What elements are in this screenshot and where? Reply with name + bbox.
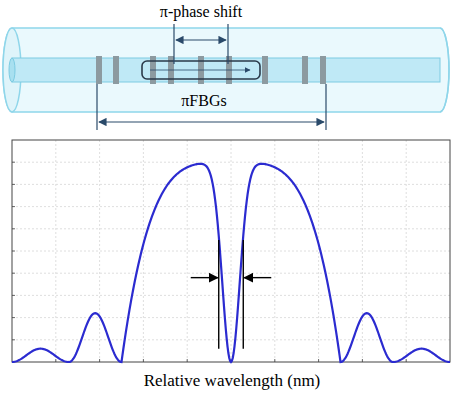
spectrum-plot — [12, 140, 450, 362]
phase-shift-label: π-phase shift — [160, 3, 242, 21]
phase-shift-cavity — [142, 61, 260, 79]
plot-ticks — [12, 162, 406, 362]
fiber-cladding — [3, 28, 449, 112]
plot-frame — [12, 140, 450, 362]
phase-shift-bracket — [174, 24, 228, 64]
reflection-spectrum — [12, 164, 450, 362]
plot-grid — [12, 140, 450, 362]
fbg-label: πFBGs — [181, 92, 226, 110]
bandwidth-marker — [191, 240, 272, 349]
fbg-bracket — [97, 84, 326, 130]
axis-title: Relative wavelength (nm) — [144, 372, 321, 391]
grating-bars — [96, 56, 326, 84]
fiber-core — [9, 58, 440, 82]
